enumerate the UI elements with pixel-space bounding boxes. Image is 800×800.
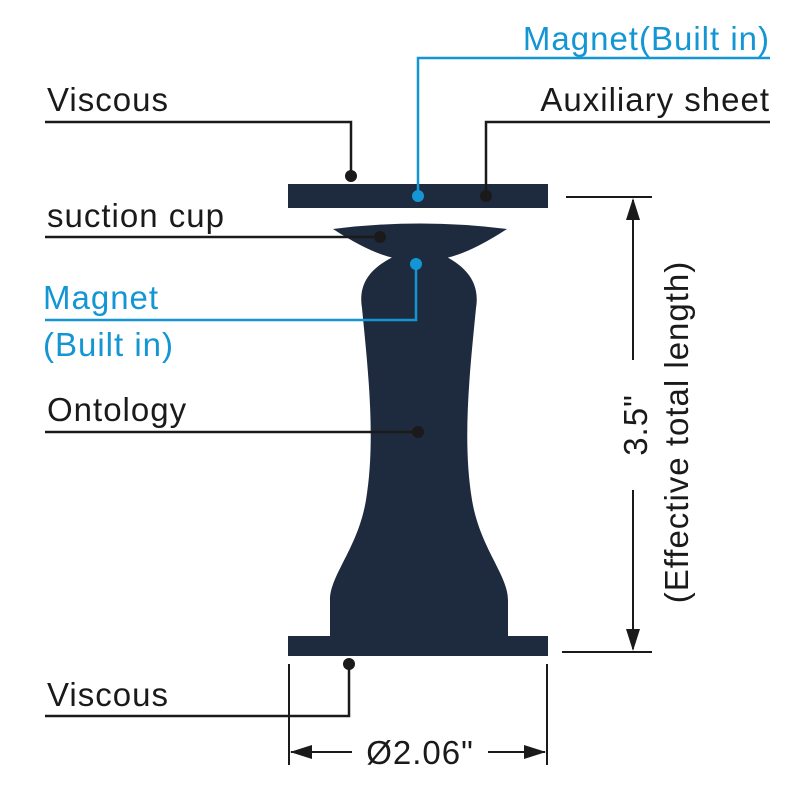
dim-diameter-value: Ø2.06" <box>366 734 474 771</box>
marker-viscous-top <box>345 170 357 182</box>
leader-viscous-bottom <box>45 664 351 718</box>
marker-magnet-top <box>412 190 424 202</box>
bottom-plate <box>288 636 548 656</box>
label-magnet-side-line1: Magnet <box>43 279 159 316</box>
label-viscous-top: Viscous <box>47 81 169 118</box>
label-magnet-side-line2: (Built in) <box>43 326 174 363</box>
marker-ontology <box>412 426 424 438</box>
marker-magnet-side <box>410 258 422 270</box>
label-viscous-bottom: Viscous <box>47 676 169 713</box>
marker-suction-cup <box>374 231 386 243</box>
marker-viscous-bottom <box>343 658 355 670</box>
label-ontology: Ontology <box>47 391 187 428</box>
leader-viscous-top <box>45 120 353 176</box>
dim-length-arrow-top <box>626 198 640 220</box>
dim-length-note: (Effective total length) <box>658 261 695 604</box>
leader-auxiliary-sheet <box>484 120 770 196</box>
dim-diameter-arrow-left <box>290 745 312 759</box>
dim-length-arrow-bottom <box>626 629 640 651</box>
leader-magnet-side <box>45 264 418 322</box>
label-magnet-top: Magnet(Built in) <box>523 20 770 57</box>
dim-diameter-arrow-right <box>524 745 546 759</box>
dim-length-value: 3.5" <box>617 394 654 456</box>
label-suction-cup: suction cup <box>47 197 225 234</box>
leader-magnet-top <box>416 56 770 196</box>
body-shape <box>330 256 508 636</box>
suction-cup-shape <box>333 223 507 258</box>
marker-auxiliary-sheet <box>480 190 492 202</box>
label-auxiliary-sheet: Auxiliary sheet <box>540 81 770 118</box>
